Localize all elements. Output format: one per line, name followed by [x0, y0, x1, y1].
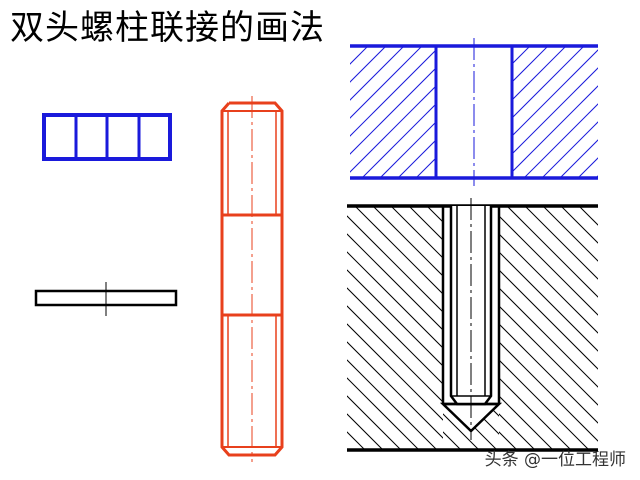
hatch-line: [499, 233, 598, 334]
hatch-line: [512, 67, 598, 155]
top-plate-hatch-right: [512, 46, 640, 178]
base-hatch-left: [85, 206, 640, 450]
stud-bolt: [220, 96, 284, 462]
hatch-line: [542, 46, 640, 178]
hatch-line: [347, 215, 443, 313]
hatch-line: [553, 206, 640, 450]
hatch-line: [517, 206, 640, 450]
hatch-line: [499, 287, 598, 388]
hatch-line: [347, 377, 420, 450]
hatch-line: [632, 46, 640, 178]
hatch-line: [347, 431, 366, 450]
hatch-line: [379, 404, 425, 450]
hatch-line: [443, 431, 462, 450]
hatch-line: [347, 395, 402, 450]
hatch-line: [577, 157, 598, 178]
hatch-line: [379, 121, 436, 178]
hatch-line: [571, 206, 640, 450]
hatch-line: [506, 206, 598, 298]
hatch-line: [595, 175, 598, 178]
hatch-line: [512, 46, 567, 101]
stud-outline: [220, 101, 284, 457]
hatch-line: [443, 449, 444, 450]
hatch-line: [499, 215, 598, 316]
hatch-line: [596, 206, 598, 208]
hatch-line: [347, 323, 443, 421]
hatch-line: [350, 46, 387, 83]
hatch-line: [354, 206, 443, 295]
base-part-section: [85, 198, 640, 452]
hatch-line: [347, 359, 438, 450]
hatch-line: [541, 121, 598, 178]
hatch-line: [542, 206, 598, 262]
hatch-line: [499, 305, 598, 406]
hatch-line: [559, 139, 598, 178]
page-title: 双头螺柱联接的画法: [10, 8, 325, 48]
hatch-line: [347, 305, 443, 403]
hatch-line: [397, 139, 436, 178]
hatch-line: [614, 46, 640, 178]
hatch-line: [499, 341, 598, 442]
hatch-line: [499, 269, 598, 370]
hatch-line: [347, 251, 443, 349]
hatch-line: [347, 287, 443, 385]
hatch-line: [535, 206, 640, 450]
hatch-line: [499, 359, 590, 450]
hatch-line: [85, 206, 329, 450]
hatch-line: [499, 251, 598, 352]
hatch-line: [350, 46, 423, 119]
hatch-line: [512, 49, 598, 137]
washer-view: [34, 282, 178, 316]
hatch-line: [361, 103, 436, 178]
hatch-line: [578, 46, 640, 178]
hatch-line: [347, 233, 443, 331]
hatch-line: [347, 269, 443, 367]
hatch-line: [347, 413, 384, 450]
hatch-line: [560, 206, 598, 244]
watermark: 头条 @一位工程师: [484, 450, 626, 470]
hatch-line: [589, 206, 640, 450]
hatch-line: [499, 395, 554, 450]
hatch-line: [350, 49, 436, 137]
hatch-line: [615, 206, 640, 450]
top-plate-hatch-left: [350, 46, 640, 178]
hatch-line: [486, 404, 499, 417]
base-hatch-right: [237, 206, 640, 450]
hatch-line: [372, 206, 443, 277]
top-plate-section: [350, 38, 640, 186]
hatch-line: [350, 85, 436, 173]
hatch-line: [633, 206, 640, 450]
hatch-line: [350, 67, 436, 155]
hatch-line: [481, 206, 640, 450]
hatch-line: [499, 206, 640, 450]
hatch-line: [499, 377, 572, 450]
hatch-line: [443, 413, 480, 450]
hatch-line: [237, 206, 481, 450]
hatch-line: [607, 206, 640, 450]
hatch-line: [499, 323, 598, 424]
hatch-line: [512, 85, 598, 173]
hatch-line: [523, 103, 598, 178]
hatch-line: [625, 206, 640, 450]
nut-view: [42, 113, 172, 161]
hatch-line: [512, 46, 585, 119]
hatch-line: [524, 206, 598, 280]
hatch-line: [512, 46, 549, 83]
hatch-line: [347, 341, 443, 439]
hatch-line: [350, 46, 405, 101]
hatch-line: [390, 206, 443, 259]
hatch-line: [347, 449, 348, 450]
